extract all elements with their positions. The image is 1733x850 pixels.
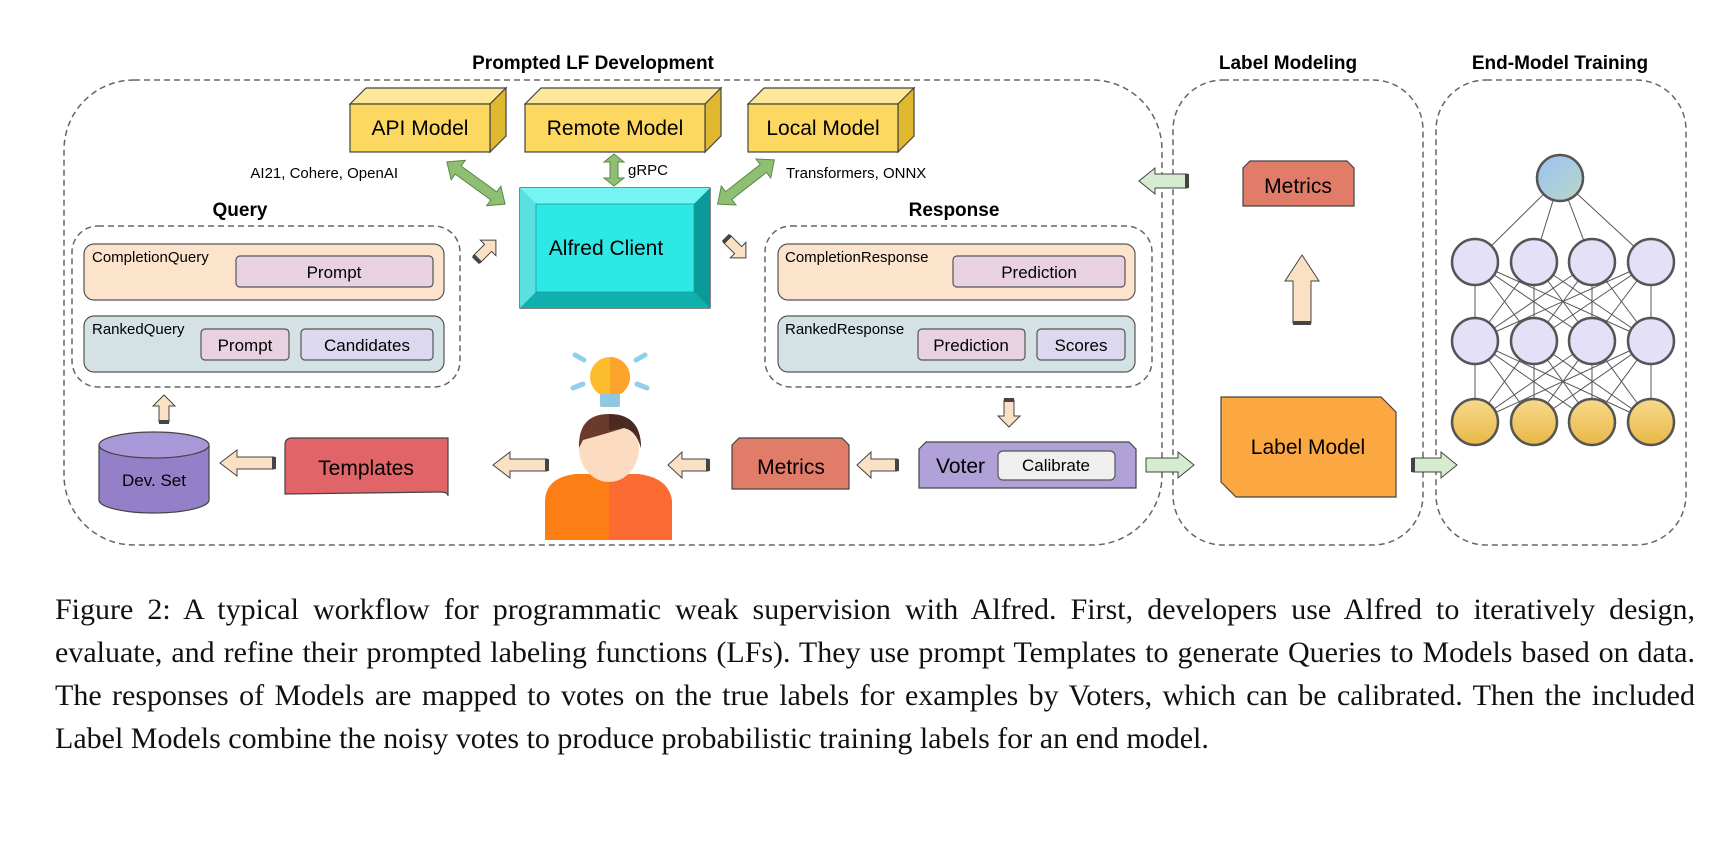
completion-query-label: CompletionQuery xyxy=(92,249,209,266)
nn-input-node xyxy=(1626,397,1676,447)
label-model-to-end-model-arrow xyxy=(1411,450,1458,480)
query-to-client-arrow xyxy=(471,239,497,265)
ranked-response-label: RankedResponse xyxy=(785,321,904,338)
ranked-query-prompt-label: Prompt xyxy=(218,336,273,355)
completion-query-prompt-field xyxy=(235,255,434,288)
templates-box: Templates xyxy=(284,437,449,497)
section-title-label-modeling: Label Modeling xyxy=(1219,53,1357,74)
api-model-label: API Model xyxy=(372,117,469,140)
local-client-arrow xyxy=(717,158,775,206)
dev-set-cylinder: Dev. Set xyxy=(98,431,210,514)
label-metrics-box: Metrics xyxy=(1242,160,1355,207)
client-to-response-arrow xyxy=(721,233,747,259)
query-container xyxy=(71,225,461,388)
remote-protocol-label: gRPC xyxy=(628,162,668,179)
response-to-voter-arrow xyxy=(996,398,1022,428)
nn-hidden-node xyxy=(1450,237,1500,287)
ranked-query-candidates-field xyxy=(300,328,434,361)
voter-to-label-model-arrow xyxy=(1145,450,1195,480)
developer-icon xyxy=(545,414,672,540)
voter-to-metrics-arrow xyxy=(856,450,899,480)
metrics-box: Metrics xyxy=(731,437,850,490)
nn-hidden-node xyxy=(1450,316,1500,366)
local-model-box: Local Model xyxy=(746,86,916,154)
ranked-query-candidates-label: Candidates xyxy=(324,336,410,355)
end-model-container xyxy=(1435,79,1687,546)
nn-hidden-node xyxy=(1509,316,1559,366)
label-model-label: Label Model xyxy=(1251,436,1365,459)
local-model-label: Local Model xyxy=(766,117,879,140)
ranked-response-prediction-field xyxy=(917,328,1026,361)
nn-hidden-node xyxy=(1626,237,1676,287)
user-to-templates-arrow xyxy=(492,450,549,480)
completion-response-prediction-label: Prediction xyxy=(1001,263,1077,282)
nn-input-node xyxy=(1567,397,1617,447)
completion-response-box: CompletionResponse Prediction xyxy=(777,243,1136,301)
label-model-to-metrics-arrow xyxy=(1284,254,1320,325)
ranked-query-prompt-field xyxy=(200,328,290,361)
templates-to-dev-set-arrow xyxy=(219,448,276,478)
prompted-lf-container xyxy=(63,79,1163,546)
voter-label: Voter xyxy=(936,455,985,478)
response-container xyxy=(764,225,1153,388)
neural-network-icon xyxy=(1450,153,1676,447)
alfred-client-label: Alfred Client xyxy=(549,237,664,260)
response-title: Response xyxy=(909,200,1000,221)
alfred-client-box: Alfred Client xyxy=(519,187,711,309)
ranked-response-scores-field xyxy=(1036,328,1126,361)
nn-hidden-node xyxy=(1567,237,1617,287)
ranked-query-label: RankedQuery xyxy=(92,321,185,338)
dev-set-label: Dev. Set xyxy=(122,471,186,490)
remote-model-label: Remote Model xyxy=(547,117,684,140)
calibrate-field xyxy=(997,450,1116,481)
api-model-box: API Model xyxy=(348,86,508,154)
figure-caption: Figure 2: A typical workflow for program… xyxy=(55,593,1695,755)
templates-label: Templates xyxy=(318,457,414,480)
query-title: Query xyxy=(213,200,268,221)
nn-hidden-node xyxy=(1626,316,1676,366)
workflow-diagram: Prompted LF Development Label Modeling E… xyxy=(63,53,1687,546)
label-metrics-feedback-arrow xyxy=(1138,166,1189,196)
nn-input-node xyxy=(1450,397,1500,447)
label-modeling-container xyxy=(1172,79,1424,546)
local-backends-label: Transformers, ONNX xyxy=(786,165,926,182)
api-client-arrow xyxy=(446,159,506,207)
section-title-end-model: End-Model Training xyxy=(1472,53,1648,74)
remote-client-arrow xyxy=(602,153,626,187)
completion-query-prompt-label: Prompt xyxy=(307,263,362,282)
api-providers-label: AI21, Cohere, OpenAI xyxy=(250,165,398,182)
nn-hidden-node xyxy=(1509,237,1559,287)
calibrate-label: Calibrate xyxy=(1022,456,1090,475)
ranked-query-box: RankedQuery Prompt Candidates xyxy=(83,315,445,373)
remote-model-box: Remote Model xyxy=(523,86,723,154)
lightbulb-icon xyxy=(570,352,650,407)
voter-box: Voter Calibrate xyxy=(918,441,1137,489)
nn-hidden-node xyxy=(1567,316,1617,366)
completion-response-label: CompletionResponse xyxy=(785,249,928,266)
ranked-response-prediction-label: Prediction xyxy=(933,336,1009,355)
metrics-to-user-arrow xyxy=(667,450,710,480)
ranked-response-box: RankedResponse Prediction Scores xyxy=(777,315,1136,373)
label-metrics-label: Metrics xyxy=(1264,175,1332,198)
completion-query-box: CompletionQuery Prompt xyxy=(83,243,445,301)
dev-set-to-query-arrow xyxy=(151,394,177,424)
label-model-box: Label Model xyxy=(1220,396,1397,498)
ranked-response-scores-label: Scores xyxy=(1055,336,1108,355)
completion-response-prediction-field xyxy=(952,255,1126,288)
nn-output-node xyxy=(1535,153,1585,203)
section-title-prompted-lf: Prompted LF Development xyxy=(472,53,714,74)
metrics-label: Metrics xyxy=(757,456,825,479)
nn-input-node xyxy=(1509,397,1559,447)
